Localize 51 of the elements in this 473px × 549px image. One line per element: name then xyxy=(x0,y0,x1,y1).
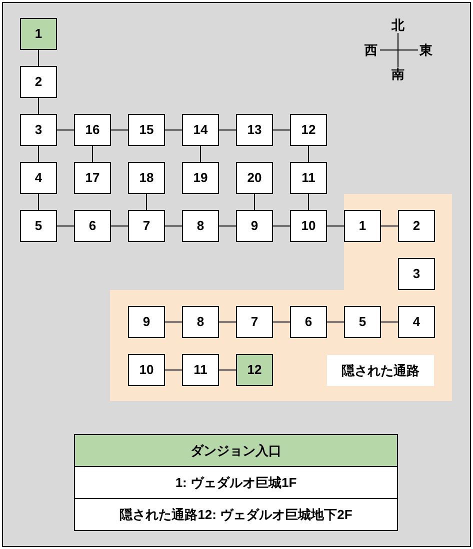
hidden-area xyxy=(110,194,452,401)
compass-label: 南 xyxy=(392,68,404,80)
legend-note: 1: ヴェダルオ巨城1F xyxy=(75,467,397,499)
connector-line xyxy=(146,194,147,210)
room-box: 5 xyxy=(344,306,381,338)
room-box: 9 xyxy=(128,306,165,338)
connector-line xyxy=(92,146,93,162)
connector-line xyxy=(38,98,39,114)
room-box: 6 xyxy=(74,210,111,242)
room-box: 18 xyxy=(128,162,165,194)
room-box: 5 xyxy=(20,210,57,242)
room-box: 19 xyxy=(182,162,219,194)
room-box: 7 xyxy=(236,306,273,338)
room-box: 2 xyxy=(398,210,435,242)
room-box: 1 xyxy=(344,210,381,242)
room-box: 11 xyxy=(182,354,219,386)
connector-line xyxy=(38,146,39,162)
room-box: 20 xyxy=(236,162,273,194)
area-label: 隠された通路 xyxy=(327,355,434,386)
room-box: 4 xyxy=(398,306,435,338)
room-box: 3 xyxy=(398,258,435,290)
room-box: 10 xyxy=(128,354,165,386)
room-box: 4 xyxy=(20,162,57,194)
room-box: 17 xyxy=(74,162,111,194)
room-box: 16 xyxy=(74,114,111,146)
room-box: 1 xyxy=(20,18,57,50)
legend-entry: ダンジョン入口 xyxy=(75,435,397,467)
room-box: 11 xyxy=(290,162,327,194)
room-box: 7 xyxy=(128,210,165,242)
room-box: 10 xyxy=(290,210,327,242)
compass-label: 東 xyxy=(420,44,432,56)
compass-label: 西 xyxy=(364,44,378,56)
room-box: 8 xyxy=(182,210,219,242)
room-box: 8 xyxy=(182,306,219,338)
connector-line xyxy=(38,194,39,210)
legend-note: 隠された通路12: ヴェダルオ巨城地下2F xyxy=(118,506,354,524)
room-box: 6 xyxy=(290,306,327,338)
room-box: 3 xyxy=(20,114,57,146)
room-box: 12 xyxy=(290,114,327,146)
room-box: 15 xyxy=(128,114,165,146)
compass-label: 北 xyxy=(392,18,404,32)
connector-line xyxy=(254,194,255,210)
room-box: 14 xyxy=(182,114,219,146)
room-box: 9 xyxy=(236,210,273,242)
connector-line xyxy=(308,146,309,162)
room-box: 13 xyxy=(236,114,273,146)
room-box: 12 xyxy=(236,354,273,386)
connector-line xyxy=(308,194,309,210)
room-box: 2 xyxy=(20,66,57,98)
connector-line xyxy=(38,50,39,66)
connector-line xyxy=(200,146,201,162)
